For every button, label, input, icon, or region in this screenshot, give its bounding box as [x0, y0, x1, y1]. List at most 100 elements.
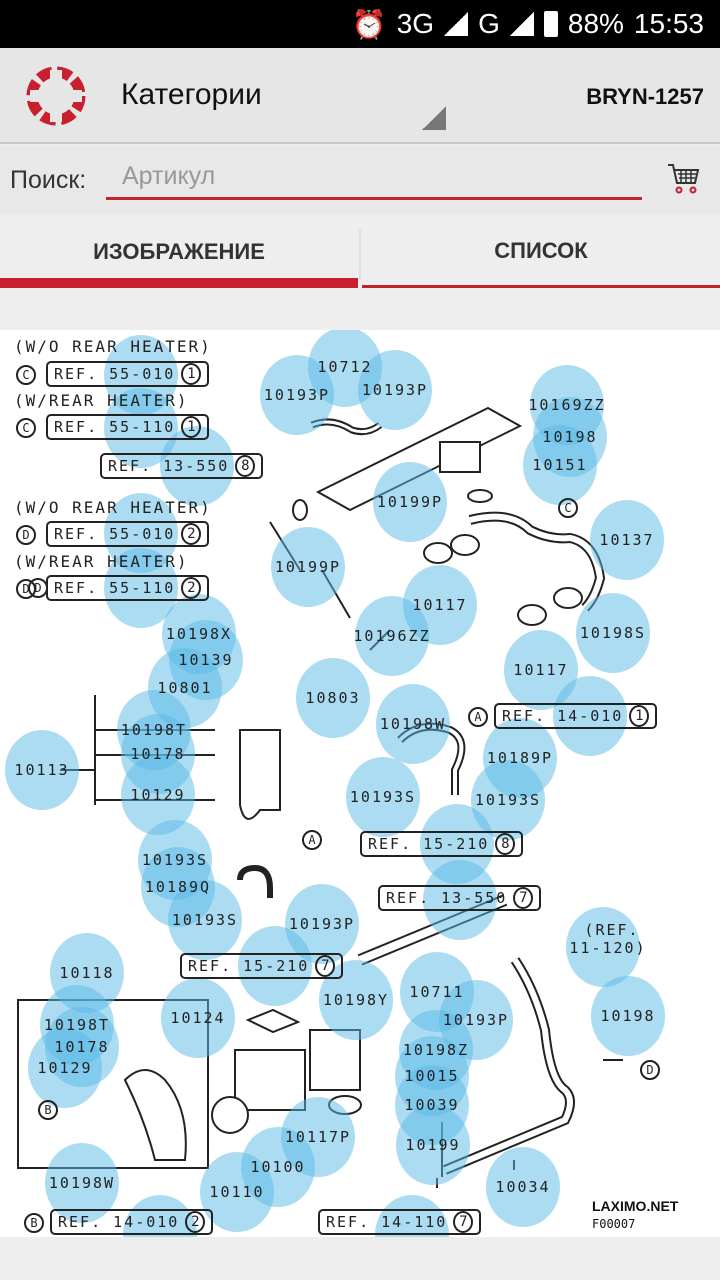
parts-diagram[interactable]: (W/O REAR HEATER)(W/REAR HEATER)(W/O REA… [0, 330, 720, 1237]
part-label[interactable]: 10117P [284, 1128, 352, 1146]
part-label[interactable]: 10193P [361, 381, 429, 399]
part-label[interactable]: 10034 [495, 1178, 551, 1196]
part-label[interactable]: 10198T [43, 1016, 111, 1034]
part-label[interactable]: 10199P [274, 558, 342, 576]
part-label[interactable]: 10117 [513, 661, 569, 679]
part-hotspot-10193S[interactable] [168, 880, 242, 960]
app-bar: Категории BRYN-1257 [0, 48, 720, 144]
ref-number: 2 [181, 523, 202, 545]
part-hotspot-10198[interactable] [591, 976, 665, 1056]
arrow-mark: A [302, 830, 322, 850]
part-label[interactable]: 10803 [305, 689, 361, 707]
part-hotspot-10198S[interactable] [576, 593, 650, 673]
part-label[interactable]: 10178 [54, 1038, 110, 1056]
ref-hotspot[interactable] [566, 907, 640, 987]
part-label[interactable]: 10198Y [322, 991, 390, 1009]
ref-marker-c: C [16, 418, 36, 438]
part-label[interactable]: 10193S [349, 788, 417, 806]
part-label[interactable]: 10198X [165, 625, 233, 643]
part-hotspot-10198W[interactable] [376, 684, 450, 764]
part-label[interactable]: 10137 [599, 531, 655, 549]
part-label[interactable]: 10113 [14, 761, 70, 779]
part-label[interactable]: 10712 [317, 358, 373, 376]
part-label[interactable]: 10199 [405, 1136, 461, 1154]
tab-image[interactable]: ИЗОБРАЖЕНИЕ [0, 214, 358, 288]
part-hotspot-10803[interactable] [296, 658, 370, 738]
signal-icon [509, 12, 534, 36]
part-label[interactable]: 10139 [178, 651, 234, 669]
part-hotspot-10193P[interactable] [260, 355, 334, 435]
part-hotspot-10117[interactable] [504, 630, 578, 710]
article-search-input[interactable] [106, 156, 642, 200]
part-label[interactable]: 10169ZZ [528, 396, 606, 414]
part-label[interactable]: 10189P [486, 749, 554, 767]
part-label[interactable]: 10198W [379, 715, 447, 733]
part-label[interactable]: 10196ZZ [353, 627, 431, 645]
section-header: (W/O REAR HEATER) [14, 337, 212, 356]
category-dropdown[interactable]: Категории [121, 78, 262, 111]
part-hotspot-10193P[interactable] [358, 350, 432, 430]
part-label[interactable]: 10189Q [144, 878, 212, 896]
part-label[interactable]: 10198 [600, 1007, 656, 1025]
part-hotspot-10199P[interactable] [271, 527, 345, 607]
dropdown-arrow-icon[interactable] [422, 106, 446, 130]
part-hotspot-10034[interactable] [486, 1147, 560, 1227]
part-hotspot-10193P[interactable] [285, 884, 359, 964]
ref-text: REF. 55-110 [54, 418, 176, 436]
part-label[interactable]: 10151 [532, 456, 588, 474]
part-hotspot-10199[interactable] [396, 1105, 470, 1185]
cart-icon[interactable] [666, 162, 700, 196]
part-label[interactable]: 10124 [170, 1009, 226, 1027]
part-label[interactable]: 10198T [120, 721, 188, 739]
part-label[interactable]: 10193S [141, 851, 209, 869]
part-label[interactable]: 10193P [288, 915, 356, 933]
part-label[interactable]: 10129 [37, 1059, 93, 1077]
part-label[interactable]: 10015 [404, 1067, 460, 1085]
part-label[interactable]: 10193P [442, 1011, 510, 1029]
part-label[interactable]: 10118 [59, 964, 115, 982]
part-label[interactable]: 10198Z [402, 1041, 470, 1059]
ref-marker-a: A [468, 707, 488, 727]
alarm-icon: ⏰ [351, 8, 387, 40]
part-label[interactable]: 10193S [171, 911, 239, 929]
section-header: (W/REAR HEATER) [14, 552, 189, 571]
part-label[interactable]: 10100 [250, 1158, 306, 1176]
part-hotspot-10196ZZ[interactable] [355, 596, 429, 676]
part-hotspot-10113[interactable] [5, 730, 79, 810]
part-label[interactable]: 10711 [409, 983, 465, 1001]
part-hotspot-10193S[interactable] [346, 757, 420, 837]
part-label[interactable]: 10198S [579, 624, 647, 642]
part-hotspot-10199P[interactable] [373, 462, 447, 542]
part-hotspot-10129[interactable] [28, 1028, 102, 1108]
part-label[interactable]: 10129 [130, 786, 186, 804]
part-label[interactable]: 10193P [263, 386, 331, 404]
ref-hotspot[interactable] [423, 860, 497, 940]
part-label[interactable]: 10199P [376, 493, 444, 511]
part-label[interactable]: 10198 [542, 428, 598, 446]
part-label[interactable]: 10193S [474, 791, 542, 809]
part-label[interactable]: 10801 [157, 679, 213, 697]
part-label[interactable]: 10178 [130, 745, 186, 763]
app-logo-icon[interactable] [26, 66, 86, 126]
part-label[interactable]: 10198W [48, 1174, 116, 1192]
part-label[interactable]: 10117 [412, 596, 468, 614]
part-hotspot-10193S[interactable] [471, 760, 545, 840]
part-label[interactable]: 10039 [404, 1096, 460, 1114]
ref-text: REF. 14-110 [326, 1213, 448, 1231]
tab-list[interactable]: СПИСОК [362, 214, 720, 288]
part-hotspot-10151[interactable] [523, 425, 597, 505]
part-hotspot-10124[interactable] [161, 978, 235, 1058]
part-label[interactable]: 10110 [209, 1183, 265, 1201]
part-hotspot-10137[interactable] [590, 500, 664, 580]
